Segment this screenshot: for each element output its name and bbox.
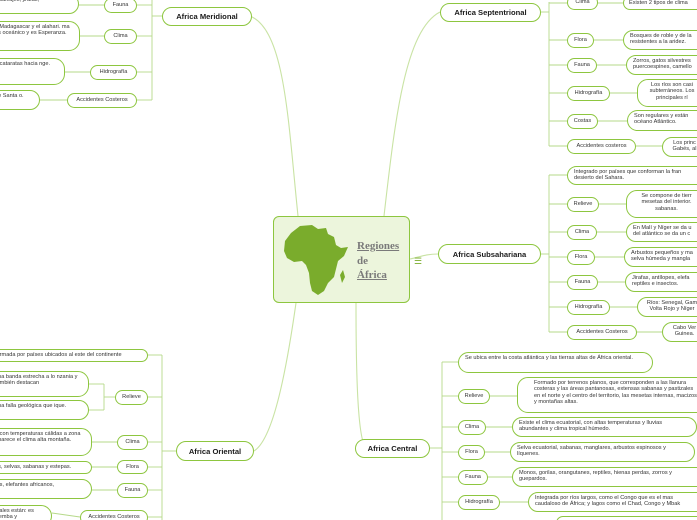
sept-accidentes-detail[interactable]: Los princ Gabés, al: [662, 137, 697, 157]
sept-flora-detail[interactable]: Bosques de roble y de la resistentes a l…: [623, 30, 697, 50]
sept-hidro-detail[interactable]: Los ríos son casi subterráneos. Los prin…: [637, 79, 697, 107]
central-title-line-1: Regiones: [357, 240, 400, 252]
orient-relieve-detail-1[interactable]: una banda estrecha a lo nzania y también…: [0, 371, 89, 397]
central-hidro-detail[interactable]: Integrada por ríos largos, como el Congo…: [528, 492, 697, 512]
orient-relieve-detail-2[interactable]: una falla geológica que ique.: [0, 400, 89, 420]
central-fauna-detail[interactable]: Monos, gorilas, orangutanes, reptiles, h…: [512, 467, 697, 487]
subs-accidentes-detail[interactable]: Cabo Ver Guinea.: [662, 322, 697, 342]
merid-fauna-detail[interactable]: s salvajes, jirafas,: [0, 0, 79, 14]
subs-relieve-detail[interactable]: Se compone de tierr mesetas del interior…: [626, 190, 697, 218]
orient-flora-detail[interactable]: es, selvas, sabanas y estepas.: [0, 461, 92, 474]
merid-clima-detail[interactable]: y Madagascar y el alahari. ma es oceánic…: [0, 21, 80, 51]
subs-hidrografia[interactable]: Hidrografía: [567, 300, 610, 315]
orient-fauna[interactable]: Fauna: [117, 483, 148, 498]
topic-africa-subsahariana[interactable]: Africa Subsahariana: [438, 244, 541, 264]
orient-accidentes[interactable]: Accidentes Costeros: [80, 510, 148, 520]
central-topic[interactable]: Regiones de África ☰: [273, 216, 422, 303]
subs-fauna-detail[interactable]: Jirafas, antílopes, elefa reptiles e ins…: [625, 272, 697, 292]
subs-flora[interactable]: Flora: [567, 250, 595, 265]
orient-clima[interactable]: Clima: [117, 435, 148, 450]
merid-accidentes-detail[interactable]: de Santa o.: [0, 90, 40, 110]
africa-map-icon: [284, 225, 348, 295]
subs-intro[interactable]: Integrado por países que conforman la fr…: [567, 166, 697, 185]
merid-accidentes[interactable]: Accidentes Costeros: [67, 93, 137, 108]
central-title-line-2: de: [357, 254, 368, 267]
orient-accidentes-detail[interactable]: ipales están: es Pemba y: [0, 505, 52, 520]
central-title: Regiones de África: [357, 239, 409, 283]
subs-flora-detail[interactable]: Arbustos pequeños y ma selva húmeda y ma…: [624, 247, 697, 267]
merid-hidrografia[interactable]: Hidrografía: [90, 65, 137, 80]
subs-clima[interactable]: Clima: [567, 225, 597, 240]
subs-accidentes[interactable]: Accidentes Costeros: [567, 325, 637, 340]
central-clima[interactable]: Clima: [458, 420, 486, 435]
central-hidrografia[interactable]: Hidrografía: [458, 495, 500, 510]
orient-clima-detail[interactable]: o con temperaturas cálidas a zona aparec…: [0, 428, 92, 456]
orient-relieve[interactable]: Relieve: [115, 390, 148, 405]
sept-clima-detail[interactable]: Existen 2 tipos de clima: [623, 0, 697, 10]
topic-africa-septentrional[interactable]: Africa Septentrional: [440, 3, 541, 22]
sept-clima[interactable]: Clima: [567, 0, 598, 10]
central-flora[interactable]: Flora: [458, 445, 485, 460]
merid-fauna[interactable]: Fauna: [104, 0, 137, 13]
central-clima-detail[interactable]: Existe el clima ecuatorial, con altas te…: [512, 417, 697, 437]
central-flora-detail[interactable]: Selva ecuatorial, sabanas, manglares, ar…: [510, 442, 695, 462]
central-relieve-detail[interactable]: Formado por terrenos planos, que corresp…: [517, 377, 697, 413]
orient-fauna-detail[interactable]: fas, elefantes africanos,: [0, 479, 92, 499]
sept-fauna-detail[interactable]: Zorros, gatos silvestres puercoespines, …: [626, 55, 697, 75]
sept-fauna[interactable]: Fauna: [567, 58, 597, 73]
subs-clima-detail[interactable]: En Malí y Níger se da u del atlántico se…: [626, 222, 697, 242]
central-fauna[interactable]: Fauna: [458, 470, 488, 485]
merid-clima[interactable]: Clima: [104, 29, 137, 44]
central-next-node[interactable]: [556, 516, 697, 520]
hamburger-icon[interactable]: ☰: [414, 256, 423, 266]
sept-costas[interactable]: Costas: [567, 114, 598, 129]
sept-costas-detail[interactable]: Son regulares y están océano Atlántico.: [627, 110, 697, 131]
sept-flora[interactable]: Flora: [567, 33, 594, 48]
orient-intro[interactable]: formada por países ubicados al este del …: [0, 349, 148, 362]
central-relieve[interactable]: Relieve: [458, 389, 490, 404]
sept-accidentes[interactable]: Accidentes costeros: [567, 139, 636, 154]
subs-relieve[interactable]: Relieve: [567, 197, 599, 212]
central-intro[interactable]: Se ubica entre la costa atlántica y las …: [458, 352, 653, 373]
topic-africa-oriental[interactable]: Africa Oriental: [176, 441, 254, 461]
sept-hidrografia[interactable]: Hidrografía: [567, 86, 610, 101]
subs-hidro-detail[interactable]: Ríos: Senegal, Gam Volta Rojo y Níger: [637, 297, 697, 317]
topic-africa-meridional[interactable]: Africa Meridional: [162, 7, 252, 26]
central-title-line-3: África: [357, 269, 387, 281]
merid-hidro-detail[interactable]: n cataratas hacia nge.: [0, 58, 65, 85]
orient-flora[interactable]: Flora: [117, 460, 148, 474]
topic-africa-central[interactable]: Africa Central: [355, 439, 430, 458]
subs-fauna[interactable]: Fauna: [567, 275, 598, 290]
